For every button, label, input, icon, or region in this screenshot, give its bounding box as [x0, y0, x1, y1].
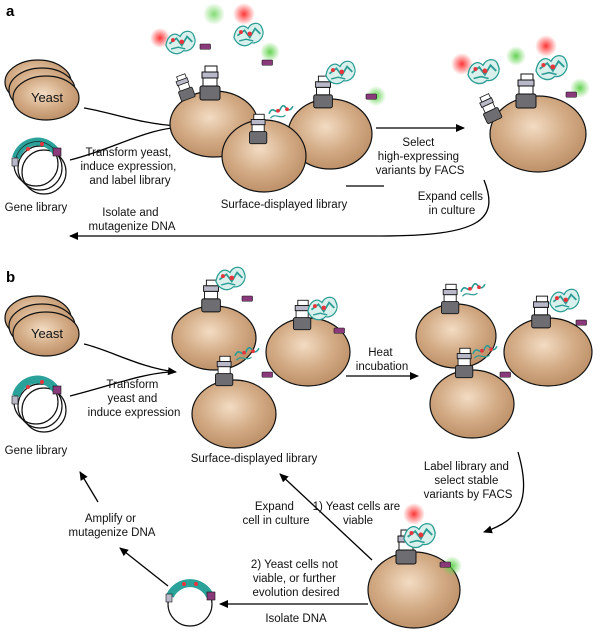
select-label-a: Select high-expressing variants by FACS — [376, 137, 465, 177]
surface-library-label-b: Surface-displayed library — [191, 453, 318, 465]
label-select-arrow-b — [483, 451, 525, 534]
viable-label-b: 1) Yeast cells are viable — [313, 501, 404, 527]
amplify-arrow-b-lower — [119, 547, 169, 587]
expand-label-b: Expand cell in culture — [242, 501, 309, 527]
surface-cell-a2 — [287, 60, 386, 170]
transform-label-a: Transform yeast, induce expression, and … — [80, 147, 179, 187]
panel-a-tag: a — [6, 3, 15, 20]
return-arrow-a — [69, 179, 490, 240]
isolate-label-a: Isolate and mutagenize DNA — [89, 207, 176, 233]
gene-library-label-b: Gene library — [5, 445, 68, 457]
yeast-stack-a — [4, 59, 80, 121]
surface-cell-a3 — [221, 104, 307, 193]
viable-arrow-b — [279, 473, 373, 561]
yeast-label-b: Yeast — [31, 326, 63, 341]
surface-cell-b1 — [171, 266, 257, 371]
label-select-label-b: Label library and select stable variants… — [424, 461, 513, 501]
heated-cell-b1 — [415, 282, 497, 369]
isolate-label-b: Isolate DNA — [265, 613, 327, 625]
heated-cell-b2 — [503, 288, 593, 387]
transform-arrow-a — [83, 107, 179, 130]
gene-library-plasmids-a — [11, 137, 67, 195]
yeast-label-a: Yeast — [31, 90, 63, 105]
amplify-label-b: Amplify or mutagenize DNA — [69, 513, 156, 539]
gene-library-plasmids-b — [11, 375, 67, 433]
selected-cell-b — [367, 503, 462, 629]
transform-arrow-b-lower — [69, 371, 171, 397]
surface-cell-b2 — [265, 296, 351, 387]
amplify-arrow-b-upper — [79, 471, 99, 503]
gene-library-label-a: Gene library — [5, 202, 68, 214]
not-viable-label-b: 2) Yeast cells not viable, or further ev… — [251, 559, 341, 599]
transform-label-b: Transform yeast and induce expression — [88, 379, 181, 419]
panel-b-tag: b — [6, 269, 15, 286]
surface-cell-b3 — [191, 346, 277, 449]
transform-arrow-a-lower — [69, 127, 173, 161]
isolated-plasmid-b — [165, 579, 216, 627]
heated-cell-b3 — [429, 344, 515, 439]
expand-label-a: Expand cells in culture — [418, 191, 486, 217]
yeast-stack-b — [4, 295, 80, 357]
selected-cell-a — [451, 35, 590, 173]
heat-label-b: Heat incubation — [356, 347, 408, 373]
transform-arrow-b — [83, 343, 177, 376]
surface-library-label-a: Surface-displayed library — [221, 199, 348, 211]
